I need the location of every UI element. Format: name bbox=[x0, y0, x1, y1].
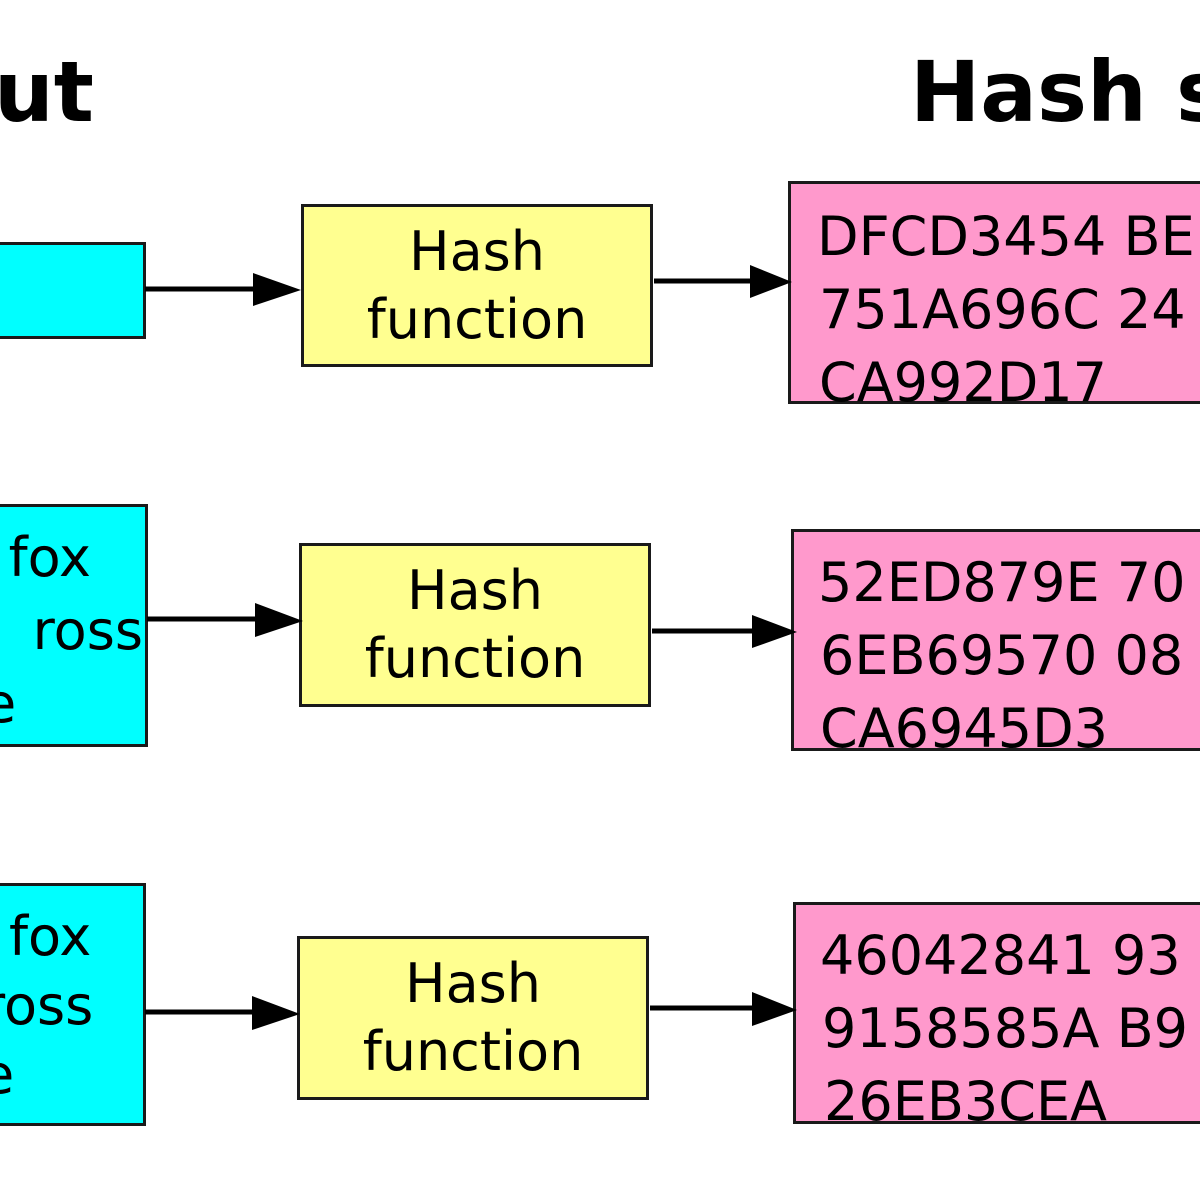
hash-output-line: CA6945D3 bbox=[820, 697, 1109, 760]
arrow-input-to-function-3 bbox=[145, 996, 300, 1030]
hash-output-line: CA992D17 bbox=[819, 351, 1108, 414]
input-text-line: fox bbox=[9, 905, 92, 968]
hash-output-box-3: 46042841 93 9158585A B9 26EB3CEA bbox=[793, 902, 1200, 1133]
arrow-function-to-output-1 bbox=[654, 265, 792, 298]
hash-output-line: 9158585A B9 bbox=[822, 997, 1189, 1060]
input-box-3: fox ross e bbox=[0, 883, 146, 1126]
input-text-line: e bbox=[0, 667, 101, 740]
hash-function-box-1: Hash function bbox=[301, 204, 653, 367]
hash-function-label-line-1: Hash bbox=[408, 219, 546, 283]
input-text-line: e bbox=[0, 1038, 143, 1111]
hash-function-box-3: Hash function bbox=[297, 936, 649, 1100]
hash-function-label-line-2: function bbox=[364, 627, 586, 690]
input-box-1 bbox=[0, 242, 146, 339]
input-text-line: ross bbox=[32, 599, 143, 662]
hash-function-label-line-2: function bbox=[366, 287, 588, 351]
arrow-input-to-function-2 bbox=[147, 603, 303, 637]
arrow-function-to-output-3 bbox=[650, 992, 797, 1026]
hash-function-label-line-1: Hash bbox=[406, 559, 544, 622]
input-box-2: fox ross e bbox=[0, 504, 148, 747]
arrow-function-to-output-2 bbox=[652, 615, 797, 648]
hash-output-line: 6EB69570 08 bbox=[820, 624, 1184, 687]
hash-output-line: 52ED879E 70 bbox=[818, 551, 1186, 614]
input-text-line: ross bbox=[0, 974, 94, 1037]
arrow-input-to-function-1 bbox=[145, 273, 301, 306]
hash-output-line: 751A696C 24 bbox=[819, 278, 1186, 341]
hash-sum-column-heading: Hash s bbox=[910, 43, 1200, 141]
hash-output-box-1: DFCD3454 BE 751A696C 24 CA992D17 bbox=[788, 181, 1200, 414]
hash-output-line: DFCD3454 BE bbox=[817, 205, 1195, 268]
hash-function-label-line-2: function bbox=[362, 1020, 584, 1083]
hash-output-box-2: 52ED879E 70 6EB69570 08 CA6945D3 bbox=[791, 529, 1200, 760]
hash-output-line: 46042841 93 bbox=[820, 924, 1181, 987]
input-column-heading: ut bbox=[0, 43, 94, 141]
hash-function-box-2: Hash function bbox=[299, 543, 651, 707]
hash-output-line: 26EB3CEA bbox=[824, 1070, 1107, 1133]
input-text-line: fox bbox=[8, 526, 91, 589]
hash-function-label-line-1: Hash bbox=[404, 952, 542, 1015]
